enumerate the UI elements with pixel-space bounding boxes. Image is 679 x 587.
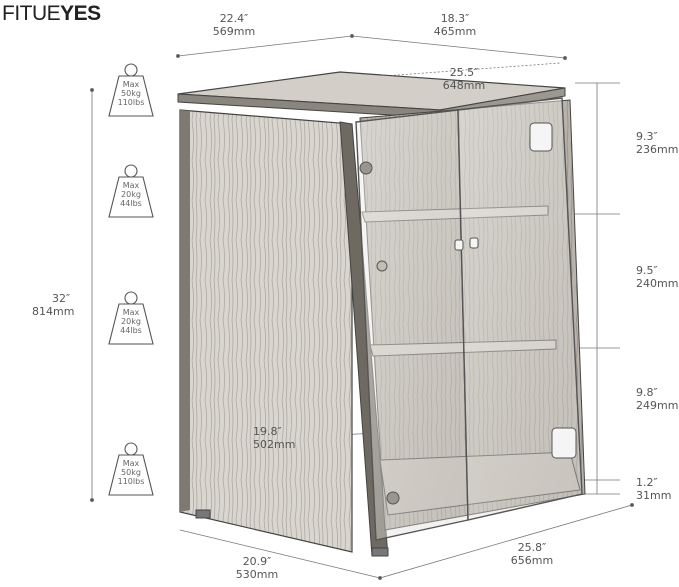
hinge-bottom bbox=[551, 427, 577, 459]
dim-shelf-3-mm: 249mm bbox=[636, 399, 679, 412]
dim-shelf-1-mm: 236mm bbox=[636, 143, 679, 156]
dim-width-top-in: 18.3″ bbox=[440, 12, 470, 25]
dim-depth-bottom: 20.9″ 530mm bbox=[236, 555, 278, 581]
weight-label-1: Max 50kg 110lbs bbox=[111, 80, 151, 107]
weight-label-2: Max 20kg 44lbs bbox=[111, 181, 151, 208]
dim-width-top: 18.3″ 465mm bbox=[434, 12, 476, 38]
dim-shelf-1-in: 9.3″ bbox=[636, 130, 658, 143]
dot-b bbox=[349, 34, 354, 39]
weight-lbs: 44lbs bbox=[120, 199, 142, 208]
dot-c bbox=[563, 56, 568, 61]
weight-icon-ring bbox=[124, 164, 138, 178]
weight-icon-ring bbox=[124, 442, 138, 456]
dim-depth-bottom-mm: 530mm bbox=[235, 568, 279, 581]
foot-left bbox=[195, 509, 211, 519]
dot-d bbox=[90, 88, 95, 93]
brand-name-thin: FITUE bbox=[2, 2, 61, 25]
dim-depth-top-mm: 569mm bbox=[212, 25, 256, 38]
weight-icon-ring bbox=[124, 291, 138, 305]
dim-base-gap: 1.2″ 31mm bbox=[636, 476, 671, 502]
dim-inner-depth-mm: 502mm bbox=[253, 438, 296, 451]
width-top-line bbox=[351, 35, 566, 59]
dot-e bbox=[90, 497, 95, 502]
dim-height-total: 32″ 814mm bbox=[32, 292, 74, 318]
weight-icon bbox=[108, 291, 154, 345]
weight-kg: 20kg bbox=[121, 190, 141, 199]
pin-left bbox=[376, 260, 388, 272]
weight-icon-body bbox=[108, 75, 154, 117]
weight-max: Max bbox=[122, 308, 140, 317]
weight-icon-ring bbox=[124, 63, 138, 77]
weight-lbs: 44lbs bbox=[120, 326, 142, 335]
depth-top-line bbox=[177, 35, 353, 57]
weight-max: Max bbox=[122, 459, 140, 468]
weight-icon bbox=[108, 63, 154, 117]
cabinet-left-panel bbox=[179, 109, 353, 553]
weight-max: Max bbox=[122, 80, 140, 89]
dim-base-gap-in: 1.2″ bbox=[636, 476, 658, 489]
diagonal-top-line bbox=[329, 62, 561, 81]
magnet-bottom bbox=[386, 491, 400, 505]
magnet-top bbox=[359, 161, 373, 175]
weight-icon bbox=[108, 442, 154, 496]
weight-kg: 50kg bbox=[121, 89, 141, 98]
weight-lbs: 110lbs bbox=[117, 98, 145, 107]
dot-a bbox=[175, 54, 180, 59]
weight-max: Max bbox=[122, 181, 140, 190]
dim-diagonal-top: 25.5″ 648mm bbox=[443, 66, 485, 92]
dim-height-total-in: 32″ bbox=[52, 292, 71, 305]
knob-right bbox=[469, 237, 479, 249]
weight-icon-body bbox=[108, 454, 154, 496]
dim-shelf-3-in: 9.8″ bbox=[636, 386, 658, 399]
dim-width-bottom: 25.8″ 656mm bbox=[511, 541, 553, 567]
knob-left bbox=[454, 239, 464, 251]
foot-front bbox=[371, 547, 389, 557]
door-hardware bbox=[359, 122, 577, 505]
dim-diagonal-top-in: 25.5″ bbox=[449, 66, 479, 79]
dot-g bbox=[630, 502, 635, 507]
weight-label-3: Max 20kg 44lbs bbox=[111, 308, 151, 335]
dim-width-top-mm: 465mm bbox=[433, 25, 477, 38]
dim-inner-depth-in: 19.8″ bbox=[253, 425, 282, 438]
dot-f bbox=[377, 576, 382, 581]
dim-shelf-2: 9.5″ 240mm bbox=[636, 264, 678, 290]
dim-height-total-mm: 814mm bbox=[32, 305, 75, 318]
dim-shelf-2-mm: 240mm bbox=[636, 277, 679, 290]
dim-inner-depth: 19.8″ 502mm bbox=[253, 425, 295, 451]
weight-kg: 50kg bbox=[121, 468, 141, 477]
dim-depth-top-in: 22.4″ bbox=[219, 12, 249, 25]
dim-width-bottom-in: 25.8″ bbox=[517, 541, 547, 554]
width-bottom-line bbox=[379, 504, 633, 579]
glass-door-left bbox=[355, 109, 469, 541]
dim-diagonal-top-mm: 648mm bbox=[442, 79, 486, 92]
weight-lbs: 110lbs bbox=[117, 477, 145, 486]
weight-icon-body bbox=[108, 176, 154, 218]
weight-icons bbox=[108, 63, 154, 496]
weight-icon bbox=[108, 164, 154, 218]
glass-door-right bbox=[457, 97, 583, 521]
weight-label-4: Max 50kg 110lbs bbox=[111, 459, 151, 486]
hinge-top bbox=[529, 122, 553, 152]
dim-shelf-3: 9.8″ 249mm bbox=[636, 386, 678, 412]
depth-bottom-line bbox=[179, 529, 381, 579]
brand-logo: FITUEYES bbox=[2, 2, 101, 26]
dim-base-gap-mm: 31mm bbox=[636, 489, 672, 502]
dim-width-bottom-mm: 656mm bbox=[510, 554, 554, 567]
weight-kg: 20kg bbox=[121, 317, 141, 326]
weight-icon-body bbox=[108, 303, 154, 345]
left-panel-edge bbox=[180, 110, 190, 512]
dim-shelf-1: 9.3″ 236mm bbox=[636, 130, 678, 156]
dim-shelf-2-in: 9.5″ bbox=[636, 264, 658, 277]
brand-name-bold: YES bbox=[60, 2, 101, 25]
dim-depth-bottom-in: 20.9″ bbox=[242, 555, 272, 568]
dim-depth-top: 22.4″ 569mm bbox=[213, 12, 255, 38]
